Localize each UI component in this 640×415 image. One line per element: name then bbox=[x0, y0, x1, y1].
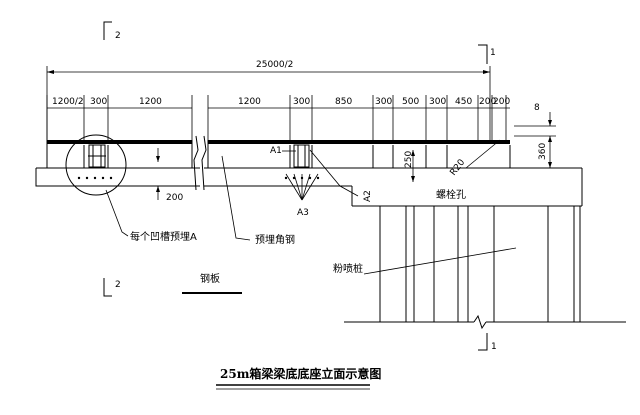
dim-500: 500 bbox=[402, 97, 419, 107]
pedestal-right bbox=[204, 140, 583, 207]
dim-360: 360 bbox=[538, 143, 548, 160]
svg-text:每个凹槽预埋A: 每个凹槽预埋A bbox=[130, 230, 197, 243]
dim-right-300-b: 300 bbox=[375, 97, 392, 107]
embedded-groove-right: A1 A3 A2 bbox=[270, 144, 373, 218]
section-mark-2-bottom-label: 2 bbox=[115, 280, 121, 290]
label-bolt-hole: 螺栓孔 bbox=[436, 188, 466, 201]
dim-200-depth: 200 bbox=[166, 193, 183, 203]
pedestal-left bbox=[35, 140, 200, 187]
section-mark-1-top: 1 bbox=[478, 44, 496, 64]
overall-dimension: 25000/2 bbox=[46, 60, 491, 140]
label-jet-grout-pile: 粉喷桩 bbox=[333, 247, 517, 275]
dim-right-300-c: 300 bbox=[429, 97, 446, 107]
break-lines bbox=[193, 135, 207, 191]
title-text: 25m箱梁梁底底座立面示意图 bbox=[220, 366, 381, 381]
depth-250-marker: 250 bbox=[404, 150, 419, 182]
section-mark-2-bottom: 2 bbox=[103, 278, 121, 297]
dim-left-300: 300 bbox=[90, 97, 107, 107]
embedded-groove-left bbox=[65, 134, 127, 196]
dim-right-1200: 1200 bbox=[238, 97, 261, 107]
dim-right-300-a: 300 bbox=[293, 97, 310, 107]
jet-grout-piles bbox=[344, 206, 626, 330]
dim-8: 8 bbox=[534, 103, 540, 113]
dim-200-b: 200 bbox=[493, 97, 510, 107]
label-embedded-each-groove: 每个凹槽预埋A bbox=[105, 189, 197, 243]
svg-text:粉喷桩: 粉喷桩 bbox=[333, 262, 363, 275]
label-embedded-angle-steel: 预埋角钢 bbox=[221, 155, 295, 246]
segment-dimensions: 1200/2 300 1200 1200 300 850 300 500 300… bbox=[46, 95, 510, 140]
dim-450: 450 bbox=[455, 97, 472, 107]
overall-dimension-label: 25000/2 bbox=[256, 60, 293, 70]
dim-250: 250 bbox=[404, 151, 414, 168]
label-a2: A2 bbox=[363, 190, 373, 202]
svg-text:钢板: 钢板 bbox=[200, 272, 220, 285]
label-a1: A1 bbox=[270, 146, 282, 156]
detail-circle bbox=[65, 134, 127, 196]
depth-200-marker: 200 bbox=[152, 148, 183, 203]
section-mark-1-bottom: 1 bbox=[478, 333, 497, 352]
dim-left-1200: 1200 bbox=[139, 97, 162, 107]
dim-850: 850 bbox=[335, 97, 352, 107]
segment-ticks bbox=[46, 95, 507, 140]
svg-text:预埋角钢: 预埋角钢 bbox=[255, 233, 295, 246]
drawing-title: 25m箱梁梁底底座立面示意图 bbox=[216, 366, 381, 390]
height-dimensions: 8 360 bbox=[514, 103, 556, 169]
section-mark-1-top-label: 1 bbox=[490, 48, 496, 58]
bolt-hole: R20 螺栓孔 bbox=[436, 139, 501, 201]
dim-200-a: 200 bbox=[479, 97, 496, 107]
label-a3: A3 bbox=[297, 208, 309, 218]
steel-plate-legend: 钢板 bbox=[182, 272, 242, 294]
section-mark-2-top: 2 bbox=[103, 21, 121, 41]
dim-left-1200-half: 1200/2 bbox=[52, 97, 84, 107]
section-mark-2-top-label: 2 bbox=[115, 31, 121, 41]
section-mark-1-bottom-label: 1 bbox=[491, 342, 497, 352]
